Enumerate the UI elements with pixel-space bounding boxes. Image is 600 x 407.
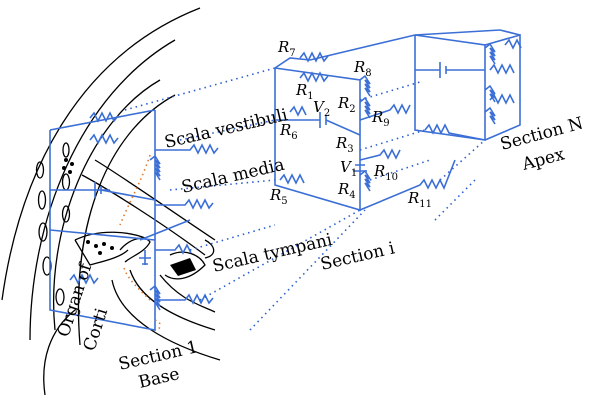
projection-lines [124, 67, 486, 331]
r7-label: R7 [277, 38, 296, 59]
r1-label: R1 [295, 81, 314, 102]
organ-links [119, 154, 161, 331]
section-n-circuit [414, 29, 522, 141]
r9-label: R9 [371, 108, 390, 129]
scala-vestibuli-label: Scala vestibuli [163, 105, 290, 153]
apex-label: Apex [519, 144, 567, 175]
r11-label: R11 [407, 189, 432, 210]
scala-tympani-label: Scala tympani [211, 230, 335, 277]
r8-label: R8 [353, 58, 372, 79]
component-labels: R7 R1 R8 R2 V2 R9 R6 R3 V1 R10 R4 R5 R11 [269, 38, 432, 210]
region-labels: Scala vestibuli Scala media Scala tympan… [54, 105, 586, 393]
hair-cell-dots [62, 158, 114, 255]
r5-label: R5 [269, 186, 288, 207]
r2-label: R2 [337, 94, 356, 115]
section-n-label: Section N [498, 113, 585, 154]
r4-label: R4 [337, 180, 356, 201]
r10-label: R10 [373, 162, 398, 183]
v2-label: V2 [313, 98, 330, 119]
v1-label: V1 [340, 158, 357, 179]
r6-label: R6 [279, 121, 298, 142]
section-1-circuit [49, 109, 219, 331]
r3-label: R3 [335, 134, 354, 155]
organ-of-corti-label-line2: Corti [80, 305, 113, 353]
